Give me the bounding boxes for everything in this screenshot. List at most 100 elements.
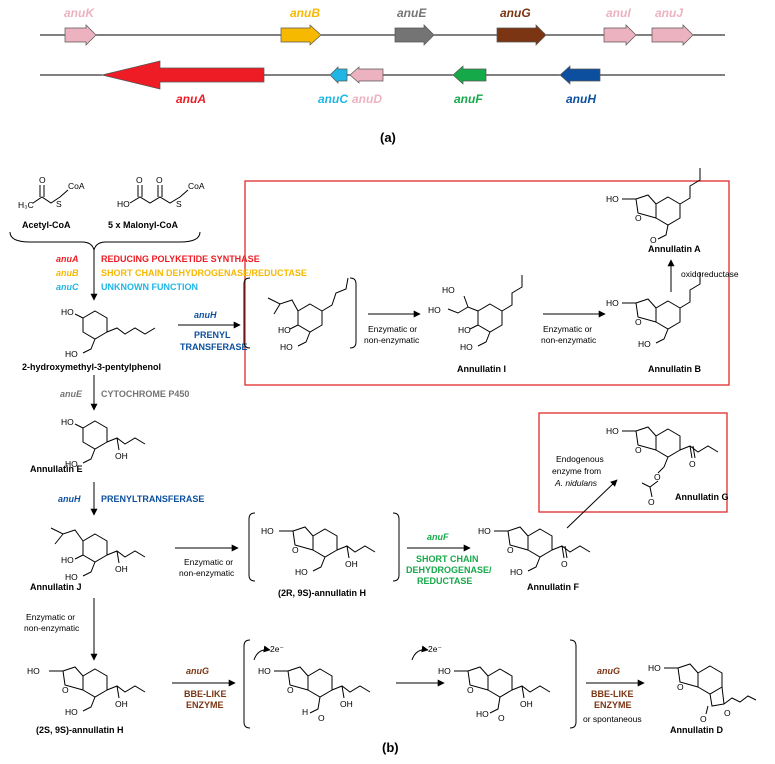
anuG-text-2b: ENZYME xyxy=(594,700,632,710)
atom-o: O xyxy=(287,685,294,695)
label-acetyl-coa: Acetyl-CoA xyxy=(22,220,71,230)
anuF-text-3: REDUCTASE xyxy=(417,576,472,586)
atom-oh: OH xyxy=(115,699,128,709)
enz-text-3a: Enzymatic or xyxy=(184,557,233,567)
gene-label-anuA: anuA xyxy=(176,92,206,106)
atom-ho: HO xyxy=(61,307,74,317)
atom-ho: HO xyxy=(61,555,74,565)
anuG-text-2a: BBE-LIKE xyxy=(591,689,634,699)
atom-ho: HO xyxy=(638,339,651,349)
molecule-aldehyde-intermediate: HO O H O OH xyxy=(258,666,371,723)
atom-ho: HO xyxy=(438,666,451,676)
atom-oh: OH xyxy=(340,699,353,709)
gene-label-anuK: anuK xyxy=(64,6,95,20)
gene-arrow-anuC xyxy=(329,66,348,84)
molecule-annullatin-h-2r9s: HO O HO OH xyxy=(248,512,400,582)
gene-arrow-anuD xyxy=(349,66,384,84)
atom-o: O xyxy=(318,713,325,723)
coa-label: CoA xyxy=(68,181,85,191)
anuG-gene-1: anuG xyxy=(186,666,209,676)
panel-b-caption: (b) xyxy=(382,740,399,755)
molecule-annullatin-h-2s9s: HO O HO OH xyxy=(27,666,146,717)
gene-label-anuC: anuC xyxy=(318,92,348,106)
atom-o: O xyxy=(635,213,642,223)
molecule-acid-intermediate: HO O HO O OH xyxy=(438,666,551,723)
atom-ho: HO xyxy=(258,666,271,676)
two-e-1: 2e⁻ xyxy=(270,644,284,654)
gene-arrow-anuI xyxy=(603,24,637,46)
atom-ho: HO xyxy=(65,707,78,717)
atom-o: O xyxy=(635,317,642,327)
enz-text-4a: Enzymatic or xyxy=(26,612,75,622)
label-annullatin-e: Annullatin E xyxy=(30,464,83,474)
anuE-gene: anuE xyxy=(60,389,83,399)
anuG-text-1a: BBE-LIKE xyxy=(184,689,227,699)
atom-ho: HO xyxy=(65,572,78,582)
atom-s: S xyxy=(56,199,62,209)
gene-arrow-anuJ xyxy=(651,24,694,46)
anuF-gene: anuF xyxy=(427,532,449,542)
atom-o: O xyxy=(677,682,684,692)
molecule-annullatin-a: HO O O xyxy=(606,168,701,245)
atom-o: O xyxy=(648,497,655,507)
or-spontaneous: or spontaneous xyxy=(583,714,642,724)
atom-o: O xyxy=(39,175,46,185)
brace xyxy=(9,231,201,251)
atom-ho: HO xyxy=(280,342,293,352)
atom-o: O xyxy=(507,545,514,555)
atom-s: S xyxy=(176,199,182,209)
atom-oh: OH xyxy=(115,564,128,574)
molecule-annullatin-i: HO HO HO HO xyxy=(428,275,523,352)
box-annullatin-g xyxy=(538,412,728,513)
atom-oh: OH xyxy=(520,699,533,709)
atom-o: O xyxy=(654,472,661,482)
anuH-gene: anuH xyxy=(58,494,81,504)
label-annullatin-h-2s9s: (2S, 9S)-annullatin H xyxy=(36,725,124,735)
step1-text-anuB: SHORT CHAIN DEHYDROGENASE/REDUCTASE xyxy=(101,268,307,278)
atom-ho: HO xyxy=(61,417,74,427)
prenyl-text-2: TRANSFERASE xyxy=(180,342,248,352)
enz-text-2b: non-enzymatic xyxy=(541,335,597,345)
gene-arrow-anuE xyxy=(394,24,435,46)
label-malonyl-coa: 5 x Malonyl-CoA xyxy=(108,220,179,230)
atom-o: O xyxy=(650,235,657,245)
gene-cluster: anuK anuB anuE anuG anuI anuJ anuA anuC … xyxy=(40,6,725,145)
curve-2e-1 xyxy=(253,645,271,661)
enz-text-2a: Enzymatic or xyxy=(543,324,592,334)
step1-gene-anuB: anuB xyxy=(56,268,79,278)
atom-oh: OH xyxy=(115,451,128,461)
atom-ho: HO xyxy=(510,567,523,577)
molecule-annullatin-b: HO O HO xyxy=(606,272,701,349)
step1-gene-anuC: anuC xyxy=(56,282,79,292)
atom-ho: HO xyxy=(606,426,619,436)
atom-o: O xyxy=(700,714,707,724)
gene-arrow-anuA xyxy=(101,60,265,90)
endogenous-text-1: Endogenous xyxy=(556,454,604,464)
atom-ho: HO xyxy=(458,325,471,335)
atom-ho: HO xyxy=(648,663,661,673)
bracket-left xyxy=(243,639,251,729)
atom-ho: HO xyxy=(295,567,308,577)
arrow-to-g xyxy=(566,479,618,529)
gene-arrow-anuG xyxy=(496,24,547,46)
enz-text-4b: non-enzymatic xyxy=(24,623,80,633)
molecule-annullatin-j: HO HO OH xyxy=(50,527,146,582)
anuG-text-1b: ENZYME xyxy=(186,700,224,710)
atom-o: O xyxy=(635,445,642,455)
atom-ho: HO xyxy=(65,459,78,469)
anuF-text-1: SHORT CHAIN xyxy=(416,554,479,564)
atom-o: O xyxy=(498,713,505,723)
anuG-gene-2: anuG xyxy=(597,666,620,676)
atom-ho: HO xyxy=(261,526,274,536)
anuF-text-2: DEHYDROGENASE/ xyxy=(406,565,492,575)
atom-ho: HO xyxy=(117,199,130,209)
atom-o: O xyxy=(292,545,299,555)
coa-label: CoA xyxy=(188,181,205,191)
gene-label-anuB: anuB xyxy=(290,6,320,20)
gene-label-anuH: anuH xyxy=(566,92,596,106)
label-annullatin-a: Annullatin A xyxy=(648,244,701,254)
endogenous-text-2: enzyme from xyxy=(552,466,601,476)
label-annullatin-d: Annullatin D xyxy=(670,725,723,735)
step1-text-anuA: REDUCING POLYKETIDE SYNTHASE xyxy=(101,254,260,264)
step1-gene-anuA: anuA xyxy=(56,254,79,264)
